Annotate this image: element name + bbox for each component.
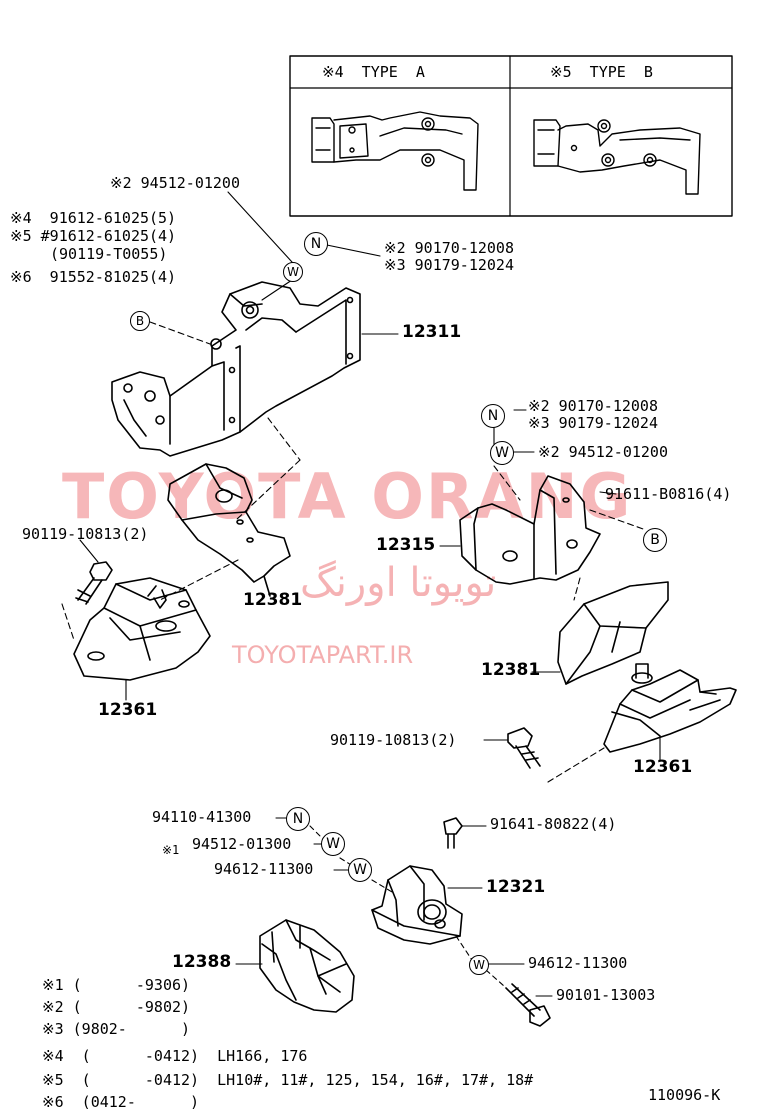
part-12315: 12315	[376, 535, 436, 555]
bolt-marker-b-left: B	[130, 311, 150, 331]
part-12388: 12388	[172, 952, 232, 972]
watermark-persian: تویوتا اورنگ	[300, 560, 497, 606]
bolt-90101-drawing	[505, 983, 551, 1027]
part-90179-12024-a: ※3 90179-12024	[384, 256, 514, 274]
washer-marker-w-lower-2: W	[348, 858, 372, 882]
bolt-90119-right-drawing	[483, 727, 541, 769]
cushion-12381-left-drawing	[167, 463, 291, 597]
type-a-bracket-icon	[311, 111, 479, 191]
part-90101-13003: 90101-13003	[556, 986, 656, 1004]
part-12361-right: 12361	[633, 757, 693, 777]
bolt-90119-left-drawing	[75, 539, 113, 605]
part-91612-61025-5: ※4 91612-61025(5)	[10, 209, 177, 227]
nut-marker-n-lower: N	[286, 807, 310, 831]
bracket-12315-drawing	[439, 409, 647, 601]
type-b-label: ※5 TYPE B	[550, 63, 653, 81]
watermark-brand: TOYOTA ORANG	[62, 460, 633, 533]
washer-marker-w-lower-1: W	[321, 832, 345, 856]
note-5: ※5 ( -0412) LH10#, 11#, 125, 154, 16#, 1…	[42, 1071, 534, 1089]
note-6: ※6 (0412- )	[42, 1093, 200, 1111]
mount-12361-left-drawing	[73, 577, 211, 701]
crossmember-12311-drawing	[111, 281, 361, 457]
part-90179-12024-b: ※3 90179-12024	[528, 414, 658, 432]
part-12381-left: 12381	[243, 590, 303, 610]
cushion-12381-right-drawing	[531, 581, 669, 685]
part-90170-12008-a: ※2 90170-12008	[384, 239, 514, 257]
type-box-frame	[289, 55, 733, 217]
part-90119-10813-a: 90119-10813(2)	[22, 525, 149, 543]
part-90170-12008-b: ※2 90170-12008	[528, 397, 658, 415]
part-12381-right: 12381	[481, 660, 541, 680]
leader-lines-lower	[235, 817, 553, 997]
part-12361-left: 12361	[98, 700, 158, 720]
note-1: ※1 ( -9306)	[42, 976, 191, 994]
part-90119-t0055: (90119-T0055)	[50, 245, 168, 263]
part-91552-81025: ※6 91552-81025(4)	[10, 268, 177, 286]
bolt-91641-drawing	[443, 817, 463, 849]
part-94110-41300: 94110-41300	[152, 808, 252, 826]
part-91641-80822: 91641-80822(4)	[490, 815, 617, 833]
washer-marker-w-top: W	[283, 262, 303, 282]
part-94512-01200-top: ※2 94512-01200	[110, 174, 240, 192]
part-91611-b0816: 91611-B0816(4)	[605, 485, 732, 503]
washer-marker-w-right: W	[490, 441, 514, 465]
part-12311: 12311	[402, 322, 462, 342]
washer-marker-w-lower-3: W	[469, 955, 489, 975]
nut-marker-n-top: N	[304, 232, 328, 256]
leader-lines-top	[149, 191, 399, 345]
part-90119-10813-b: 90119-10813(2)	[330, 731, 457, 749]
bushing-12388-drawing	[259, 919, 355, 1013]
part-94512-01200-b: ※2 94512-01200	[538, 443, 668, 461]
bolt-marker-b-right: B	[643, 528, 667, 552]
mount-12361-right-drawing	[547, 663, 737, 783]
watermark-site: TOYOTAPART.IR	[232, 641, 414, 669]
nut-marker-n-right: N	[481, 404, 505, 428]
type-a-label: ※4 TYPE A	[322, 63, 425, 81]
part-12321: 12321	[486, 877, 546, 897]
type-b-bracket-icon	[533, 119, 701, 195]
note-2: ※2 ( -9802)	[42, 998, 191, 1016]
diagram-code: 110096-K	[648, 1086, 721, 1104]
mount-12321-drawing	[371, 865, 463, 945]
mark-1-label: ※1	[162, 843, 180, 857]
part-94612-11300-b: 94612-11300	[528, 954, 628, 972]
part-94512-01300: 94512-01300	[192, 835, 292, 853]
note-4: ※4 ( -0412) LH166, 176	[42, 1047, 308, 1065]
part-91612-61025-4: ※5 #91612-61025(4)	[10, 227, 177, 245]
part-94612-11300-a: 94612-11300	[214, 860, 314, 878]
note-3: ※3 (9802- )	[42, 1020, 191, 1038]
